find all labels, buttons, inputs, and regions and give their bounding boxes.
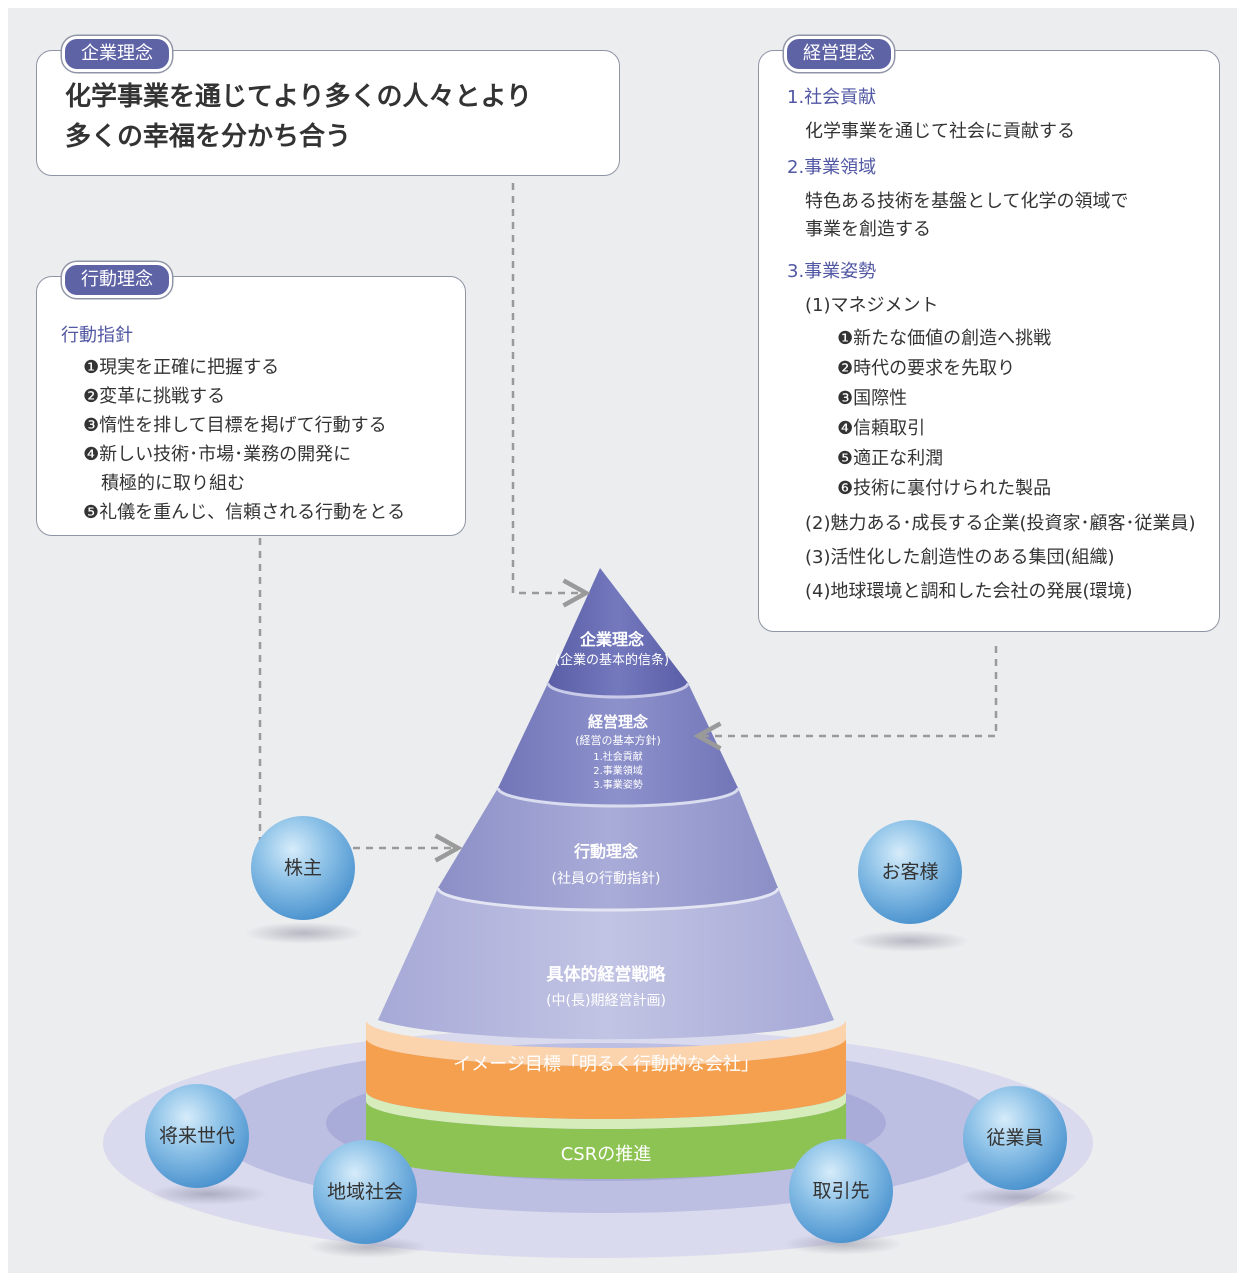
management-s3-item: ❻技術に裏付けられた製品: [837, 478, 1052, 499]
shadow: [850, 930, 970, 952]
layer-corporate-subtitle: (企業の基本的信条): [554, 653, 670, 668]
stakeholder-local-community: 地域社会: [313, 1140, 417, 1244]
management-s2-text: 事業を創造する: [805, 219, 931, 240]
conduct-item: ❸惰性を排して目標を掲げて行動する: [83, 415, 387, 436]
layer-management-subtitle: (経営の基本方針): [575, 734, 661, 747]
layer-strategy-title: 具体的経営戦略: [546, 965, 666, 985]
shadow: [148, 1183, 268, 1205]
conduct-heading: 行動指針: [61, 325, 133, 346]
csr-band-label: CSRの推進: [560, 1144, 652, 1165]
connector-corporate: [511, 183, 591, 608]
layer-corporate: [548, 568, 688, 697]
layer-management-item: 1.社会貢献: [593, 752, 643, 763]
stakeholder-business-partners: 取引先: [789, 1139, 893, 1243]
image-goal-band-label: イメージ目標「明るく行動的な会社」: [453, 1054, 759, 1075]
conduct-item: ❹新しい技術･市場･業務の開発に: [83, 444, 352, 465]
management-s3-item: ❶新たな価値の創造へ挑戦: [837, 328, 1052, 349]
shadow: [783, 1233, 903, 1255]
layer-management-item: 3.事業姿勢: [593, 780, 643, 791]
management-s1-heading: 1.社会貢献: [787, 87, 877, 108]
management-s3-sub: (3)活性化した創造性のある集団(組織): [805, 547, 1115, 568]
shadow: [958, 1186, 1078, 1208]
corporate-statement-line2: 多くの幸福を分かち合う: [65, 122, 352, 152]
stakeholder-shareholders: 株主: [251, 816, 355, 920]
green-band: [366, 1101, 846, 1179]
layer-strategy: [378, 888, 834, 1040]
layer-corporate-title: 企業理念: [579, 630, 645, 649]
management-s3-item: ❸国際性: [837, 388, 908, 409]
management-s3-heading: 3.事業姿勢: [787, 261, 877, 282]
layer-management-title: 経営理念: [587, 713, 649, 731]
orange-band: [366, 1038, 846, 1119]
management-s1-text: 化学事業を通じて社会に貢献する: [805, 121, 1075, 142]
connector-conduct: [258, 538, 463, 863]
management-s2-text: 特色ある技術を基盤として化学の領域で: [805, 191, 1129, 212]
conduct-item: ❶現実を正確に把握する: [83, 357, 280, 378]
management-s3-item: ❹信頼取引: [837, 418, 926, 439]
corporate-statement-line1: 化学事業を通じてより多くの人々とより: [65, 82, 532, 112]
conduct-item: ❺礼儀を重んじ、信頼される行動をとる: [83, 502, 406, 523]
shadow: [308, 1236, 428, 1258]
management-s3-sub: (2)魅力ある･成長する企業(投資家･顧客･従業員): [805, 513, 1196, 534]
management-s3-item: ❺適正な利潤: [837, 448, 944, 469]
management-s3-sub: (4)地球環境と調和した会社の発展(環境): [805, 581, 1133, 602]
stakeholder-employees: 従業員: [963, 1086, 1067, 1190]
layer-conduct-subtitle: (社員の行動指針): [551, 871, 661, 887]
stakeholder-future-generations: 将来世代: [145, 1084, 249, 1188]
stakeholder-customers: お客様: [858, 820, 962, 924]
management-s3-item: ❷時代の要求を先取り: [837, 358, 1016, 379]
shadow: [244, 922, 364, 944]
corporate-philosophy-tag: 企業理念: [62, 36, 172, 72]
management-philosophy-tag: 経営理念: [784, 36, 894, 72]
conduct-philosophy-tag: 行動理念: [62, 262, 172, 298]
connector-management: [693, 646, 998, 751]
layer-management-item: 2.事業領域: [593, 766, 643, 777]
layer-conduct: [438, 788, 778, 910]
layer-management: [498, 683, 738, 806]
management-s3-sub: (1)マネジメント: [805, 295, 939, 316]
conduct-philosophy-box: 行動指針 ❶現実を正確に把握する ❷変革に挑戦する ❸惰性を排して目標を掲げて行…: [36, 276, 466, 536]
diagram-canvas: 化学事業を通じてより多くの人々とより 多くの幸福を分かち合う 企業理念 行動指針…: [8, 8, 1237, 1273]
conduct-item: ❷変革に挑戦する: [83, 386, 226, 407]
management-philosophy-box: 1.社会貢献 化学事業を通じて社会に貢献する 2.事業領域 特色ある技術を基盤と…: [758, 50, 1220, 632]
layer-strategy-subtitle: (中(長)期経営計画): [546, 993, 666, 1009]
layer-conduct-title: 行動理念: [573, 842, 639, 861]
management-s2-heading: 2.事業領域: [787, 157, 877, 178]
conduct-item: 積極的に取り組む: [101, 473, 245, 494]
